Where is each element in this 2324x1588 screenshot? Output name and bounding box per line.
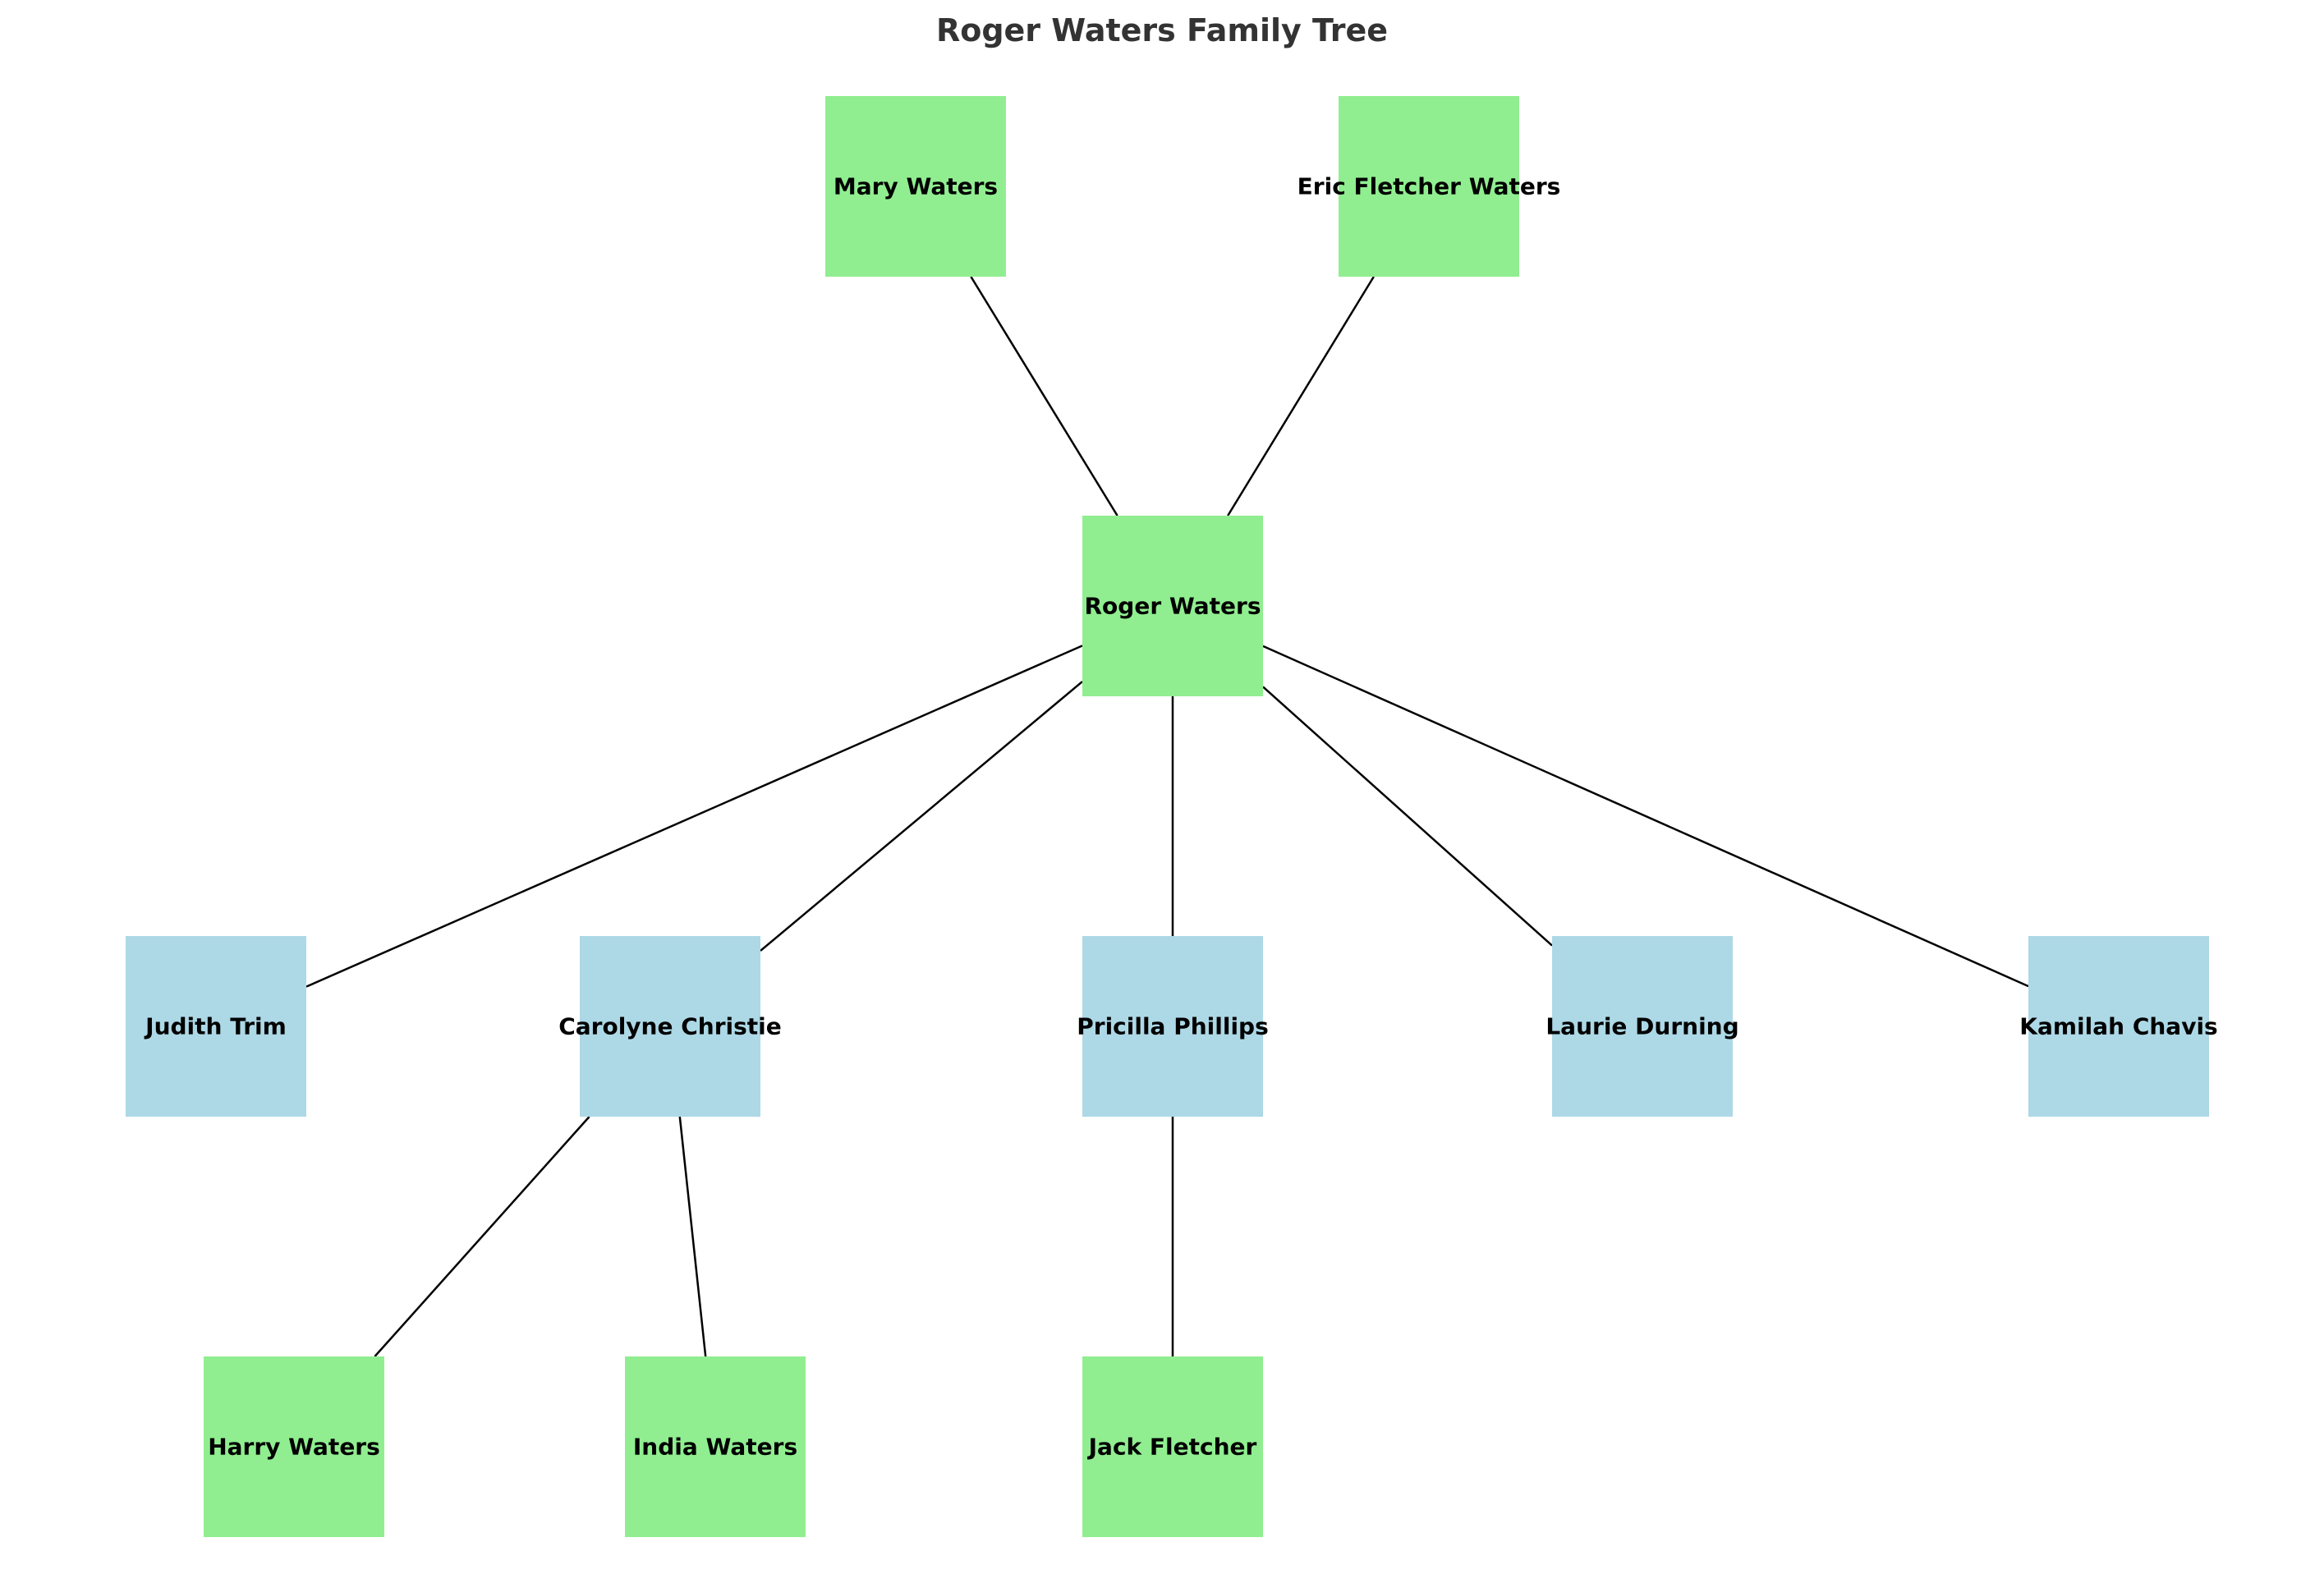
- node-label-roger: Roger Waters: [1084, 593, 1261, 620]
- node-box-harry: [204, 1356, 384, 1537]
- node-label-india: India Waters: [633, 1434, 797, 1461]
- edge-roger-laurie: [1262, 686, 1553, 947]
- edge-eric-roger: [1227, 276, 1375, 516]
- edge-mary-roger: [970, 276, 1118, 516]
- edge-roger-kamilah: [1262, 645, 2029, 988]
- node-box-mary: [825, 96, 1006, 277]
- node-box-laurie: [1552, 936, 1733, 1117]
- edge-layer: [305, 276, 2029, 1357]
- node-carolyne: Carolyne Christie: [558, 936, 782, 1117]
- node-label-eric: Eric Fletcher Waters: [1297, 173, 1561, 200]
- node-jack: Jack Fletcher: [1082, 1356, 1263, 1537]
- edge-roger-judith: [305, 645, 1083, 988]
- node-box-india: [625, 1356, 806, 1537]
- node-label-mary: Mary Waters: [834, 173, 998, 200]
- node-box-roger: [1082, 516, 1263, 696]
- node-judith: Judith Trim: [126, 936, 306, 1117]
- node-label-judith: Judith Trim: [144, 1013, 287, 1040]
- node-mary: Mary Waters: [825, 96, 1006, 277]
- node-india: India Waters: [625, 1356, 806, 1537]
- node-label-pricilla: Pricilla Phillips: [1077, 1013, 1269, 1040]
- node-box-pricilla: [1082, 936, 1263, 1117]
- edge-carolyne-harry: [374, 1116, 590, 1357]
- node-roger: Roger Waters: [1082, 516, 1263, 696]
- edge-roger-carolyne: [760, 681, 1083, 952]
- node-box-carolyne: [580, 936, 760, 1117]
- node-box-eric: [1339, 96, 1519, 277]
- node-label-kamilah: Kamilah Chavis: [2019, 1013, 2217, 1040]
- node-box-judith: [126, 936, 306, 1117]
- node-box-kamilah: [2028, 936, 2209, 1117]
- node-label-laurie: Laurie Durning: [1546, 1013, 1738, 1040]
- node-kamilah: Kamilah Chavis: [2019, 936, 2218, 1117]
- edge-carolyne-india: [678, 1116, 707, 1357]
- node-harry: Harry Waters: [204, 1356, 384, 1537]
- node-label-jack: Jack Fletcher: [1087, 1434, 1257, 1461]
- node-label-harry: Harry Waters: [208, 1434, 380, 1461]
- diagram-title: Roger Waters Family Tree: [936, 12, 1388, 48]
- node-eric: Eric Fletcher Waters: [1297, 96, 1561, 277]
- node-pricilla: Pricilla Phillips: [1077, 936, 1269, 1117]
- node-label-carolyne: Carolyne Christie: [558, 1013, 782, 1040]
- node-box-jack: [1082, 1356, 1263, 1537]
- node-laurie: Laurie Durning: [1546, 936, 1739, 1117]
